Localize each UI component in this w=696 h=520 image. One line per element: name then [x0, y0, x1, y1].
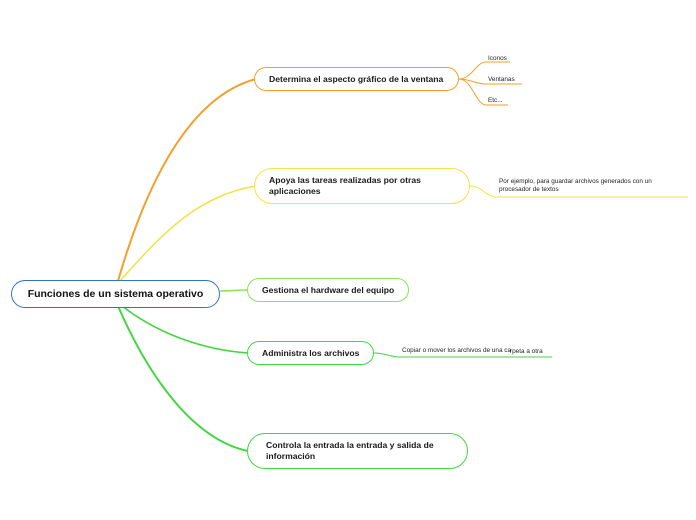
- leaf-copiar-mover-overflow[interactable]: rpeta a otra: [510, 348, 543, 355]
- branch-controla-entrada-salida[interactable]: Controla la entrada la entrada y salida …: [247, 433, 468, 469]
- branch-gestiona-hardware[interactable]: Gestiona el hardware del equipo: [247, 278, 409, 302]
- leaf-ventanas[interactable]: Ventanas: [488, 76, 515, 83]
- root-topic[interactable]: Funciones de un sistema operativo: [11, 280, 220, 308]
- branch-aspecto-grafico[interactable]: Determina el aspecto gráfico de la venta…: [254, 67, 459, 91]
- connector-root-branch-2: [119, 185, 257, 282]
- leaf-etc[interactable]: Etc...: [488, 97, 503, 104]
- branch-apoya-tareas[interactable]: Apoya las tareas realizadas por otras ap…: [254, 168, 470, 204]
- connector-root-branch-4: [121, 305, 249, 354]
- branch-administra-archivos[interactable]: Administra los archivos: [247, 341, 374, 365]
- connector-root-branch-1: [117, 78, 257, 282]
- leaf-copiar-mover[interactable]: Copiar o mover los archivos de una ca: [402, 347, 512, 354]
- connector-branch-1-leaf-3: [458, 78, 508, 106]
- connector-root-branch-3: [219, 289, 248, 292]
- connector-branch-2-leaf-1: [469, 185, 688, 198]
- connector-branch-1-leaf-1: [458, 61, 510, 80]
- connector-root-branch-5: [117, 305, 249, 452]
- connector-branch-4-leaf-1: [373, 352, 552, 358]
- leaf-iconos[interactable]: Iconos: [488, 55, 507, 62]
- leaf-ejemplo-procesador[interactable]: Por ejemplo, para guardar archivos gener…: [499, 178, 652, 193]
